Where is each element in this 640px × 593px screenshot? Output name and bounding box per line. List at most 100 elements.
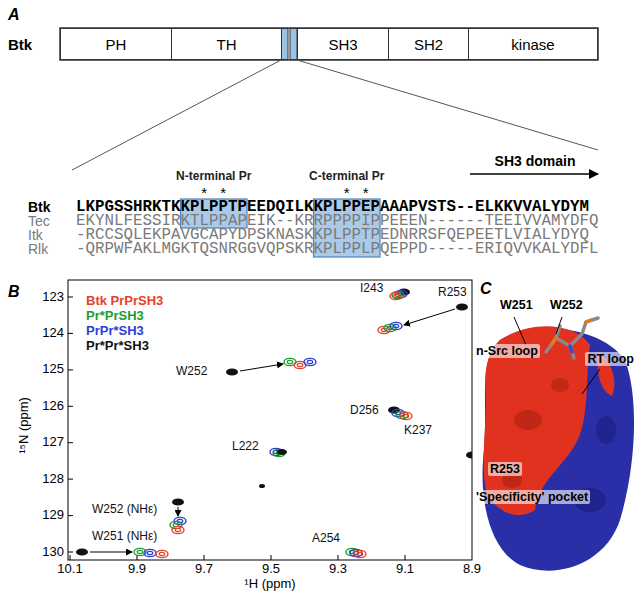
spectrum-frame <box>68 280 472 560</box>
domain-name: SH3 <box>328 36 357 53</box>
peak-label: L222 <box>232 440 259 454</box>
domain-bar-art <box>72 60 281 170</box>
panel-letter: B <box>8 283 20 301</box>
domain-bar-art <box>290 29 297 60</box>
spectrum-frame <box>68 552 73 553</box>
panel-letter: A <box>8 6 20 24</box>
legend-text: Pr*Pr*SH3 <box>86 338 149 353</box>
spectrum-frame <box>68 406 73 407</box>
nmr-peak <box>354 550 366 557</box>
nmr-peak <box>259 484 265 488</box>
peak-label: I243 <box>360 282 383 296</box>
peak-label: W252 <box>176 365 207 379</box>
legend-color: Pr*PrSH3 <box>86 309 144 324</box>
spectrum-frame <box>338 555 339 560</box>
spectrum-frame <box>68 369 73 370</box>
sequence-name: Rlk <box>28 242 48 256</box>
sh3-surface <box>514 410 542 430</box>
legend-color: Pr*Pr*SH3 <box>86 339 149 354</box>
legend-text: Pr*PrSH3 <box>86 308 144 323</box>
axis-tick: 123 <box>42 290 64 305</box>
sh3-surface <box>596 416 616 444</box>
axis-title: ¹⁵N (ppm) <box>17 397 32 454</box>
sequence-row: EKYNLFESSIRKTLPPAPEIK--KRRPPPPIPPEEEN---… <box>76 214 598 228</box>
axis-tick: 8.9 <box>463 562 481 577</box>
nmr-peak <box>76 288 472 557</box>
axis-tick: 129 <box>42 508 64 523</box>
sequence-name: Tec <box>28 214 50 228</box>
nmr-peak <box>304 358 316 365</box>
sequence-name: Itk <box>28 228 43 242</box>
peak-label: W252 (NHε) <box>92 503 157 517</box>
spectrum-frame <box>70 555 71 560</box>
nmr-peak <box>466 451 472 458</box>
spectrum-frame <box>68 297 73 298</box>
surface-label: RT loop <box>585 352 636 366</box>
axis-tick: 130 <box>42 545 64 560</box>
asterisk-mark: * <box>220 184 226 201</box>
sh3-surface <box>570 346 572 352</box>
shift-arrow <box>90 552 132 553</box>
nmr-peak <box>456 303 468 310</box>
axis-tick: 125 <box>42 362 64 377</box>
spectrum-frame <box>68 333 73 334</box>
axis-tick: 124 <box>42 326 64 341</box>
axis-title: ¹H (ppm) <box>244 577 295 592</box>
domain-arrow <box>470 173 598 175</box>
domain-box: SH2 <box>388 28 469 60</box>
domain-bar-art <box>281 29 288 60</box>
asterisk-mark: * <box>344 184 350 201</box>
peak-label: R253 <box>438 286 467 300</box>
shift-arrow <box>404 309 455 325</box>
surface-label: W251 <box>498 298 535 312</box>
nmr-peak <box>226 368 238 375</box>
legend-color: Btk PrPrSH3 <box>86 294 163 309</box>
leader-line <box>582 369 600 394</box>
nmr-peak <box>156 550 168 557</box>
domain-bar-art <box>60 28 598 170</box>
shift-arrow <box>240 364 283 371</box>
sequence-name: Btk <box>28 200 51 214</box>
domain-name: PH <box>106 36 127 53</box>
nmr-peak <box>390 322 402 329</box>
sh3-surface <box>551 378 569 392</box>
legend-text: Btk PrPrSH3 <box>86 293 163 308</box>
spectrum-frame <box>68 479 73 480</box>
domain-box: PH <box>60 28 172 60</box>
nmr-peak <box>170 521 182 528</box>
domain-box: SH3 <box>297 28 389 60</box>
motif-label: N-terminal Pr <box>176 170 251 184</box>
spectrum-frame <box>405 555 406 560</box>
surface-label: n-Src loop <box>474 344 540 358</box>
legend-color: PrPr*SH3 <box>86 324 144 339</box>
sequence-row: -RCCSQLEKPAVGCAPYDPSKNASKKPLPPTPEDNRRSFQ… <box>76 228 589 242</box>
sequence-row: -QRPWFAKLMGKTQSNRGGVQPSKRKPLPPLPQEPPD---… <box>76 242 598 256</box>
axis-tick: 9.7 <box>195 562 213 577</box>
axis-tick: 9.5 <box>262 562 280 577</box>
domain-box: TH <box>171 28 282 60</box>
axis-tick: 9.1 <box>396 562 414 577</box>
protein-name: Btk <box>8 36 32 53</box>
peak-label: A254 <box>312 532 340 546</box>
surface-label: R253 <box>488 462 522 476</box>
domain-bar-art <box>297 60 598 150</box>
spectrum-frame <box>68 515 73 516</box>
nmr-peak <box>390 292 402 299</box>
domain-name: kinase <box>511 36 554 53</box>
axis-tick: 10.1 <box>57 562 82 577</box>
surface-label: 'Specificity' pocket <box>474 490 590 504</box>
spectrum-frame <box>68 280 472 560</box>
panel-letter: C <box>480 280 492 298</box>
domain-name: SH2 <box>414 36 443 53</box>
axis-tick: 9.9 <box>128 562 146 577</box>
legend-text: PrPr*SH3 <box>86 323 144 338</box>
leader-line <box>556 317 562 334</box>
domain-box: kinase <box>468 28 598 60</box>
shift-arrow <box>178 507 179 516</box>
nmr-peak <box>277 449 287 455</box>
peak-label: K237 <box>404 424 432 438</box>
surface-label: W252 <box>548 298 585 312</box>
nmr-peak <box>144 549 156 556</box>
nmr-peak <box>172 498 184 505</box>
peak-label: D256 <box>350 404 379 418</box>
